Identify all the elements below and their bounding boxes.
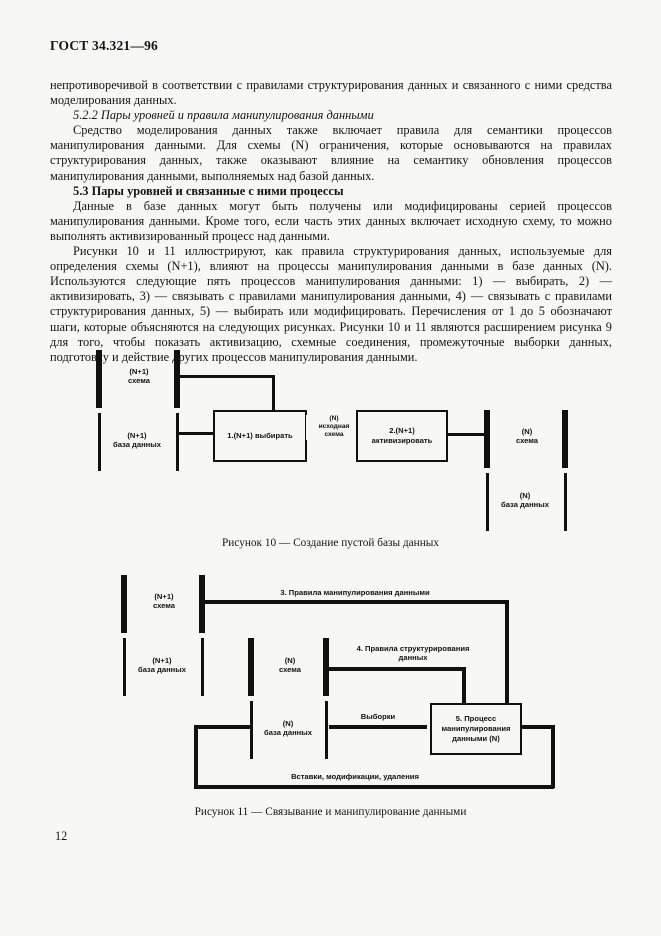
- figure10-label-np1-db: (N+1) база данных: [113, 431, 161, 450]
- figure11-feedback-in: [194, 725, 252, 729]
- figure10-connector-db-h: [178, 432, 214, 435]
- figure10-label-source-schema: (N) исходная схема: [306, 415, 362, 440]
- figure11-label-np1-schema: (N+1) схема: [152, 592, 176, 611]
- figure11-bar-np1db-left: [123, 638, 126, 696]
- figure11-bar-n-left: [248, 638, 254, 696]
- figure11-feedback-left-v: [194, 725, 198, 788]
- figure10-connector-box2-n: [448, 433, 486, 436]
- figure10-box-activate: 2.(N+1) активизировать: [356, 410, 448, 462]
- figure11-label-n-schema: (N) схема: [278, 656, 302, 675]
- figure11-feedback-bottom-h: [194, 785, 554, 789]
- section-heading-5-2-2: 5.2.2 Пары уровней и правила манипулиров…: [73, 108, 374, 123]
- figure11-label-rule3: 3. Правила манипулирования данными: [280, 588, 430, 597]
- figure10-caption: Рисунок 10 — Создание пустой базы данных: [222, 537, 439, 549]
- figure10-bar-n-left: [484, 410, 490, 468]
- figure11-bar-ndb-right: [325, 701, 328, 759]
- figure10-label-np1-schema: (N+1) схема: [127, 367, 151, 386]
- figure11-rule3-line-v: [505, 600, 509, 703]
- figure10-bar-db-left: [98, 413, 101, 471]
- figure10-bar-n-right: [562, 410, 568, 468]
- figure11-rule4-line-v: [462, 667, 466, 703]
- page-header: ГОСТ 34.321—96: [50, 38, 158, 53]
- figure11-rule3-line-h: [203, 600, 508, 604]
- figure11-box-dm-process: 5. Процесс манипулирования данными (N): [430, 703, 522, 755]
- figure11-label-bottom-flow: Вставки, модификации, удаления: [291, 772, 419, 781]
- figure11-feedback-right-v: [551, 725, 555, 788]
- body-text: непротиворечивой в соответствии с правил…: [50, 78, 612, 365]
- figure-10: (N+1) схема (N+1) база данных (N) схема …: [0, 345, 661, 560]
- figure10-label-n-db: (N) база данных: [501, 491, 549, 510]
- figure10-bar-db-right: [176, 413, 179, 471]
- figure10-label-n-schema: (N) схема: [515, 427, 539, 446]
- figure11-bar-n-right: [323, 638, 329, 696]
- figure10-bar-ndb-left: [486, 473, 489, 531]
- paragraph: непротиворечивой в соответствии с правил…: [50, 78, 612, 108]
- paragraph: Данные в базе данных могут быть получены…: [50, 198, 612, 243]
- figure11-bar-np1-right: [199, 575, 205, 633]
- figure11-bar-np1-left: [121, 575, 127, 633]
- paragraph: Рисунки 10 и 11 иллюстрируют, как правил…: [50, 244, 612, 364]
- figure10-bar-ndb-right: [564, 473, 567, 531]
- figure11-label-n-db: (N) база данных: [264, 719, 312, 738]
- figure-11: (N+1) схема (N+1) база данных (N) схема …: [0, 570, 661, 825]
- figure10-bar-np1-right: [174, 350, 180, 408]
- figure11-bar-np1db-right: [201, 638, 204, 696]
- figure11-feedback-out: [521, 725, 554, 729]
- figure10-bar-np1-left: [96, 350, 102, 408]
- figure11-bar-ndb-left: [250, 701, 253, 759]
- figure11-label-selections: Выборки: [360, 712, 396, 721]
- figure11-caption: Рисунок 11 — Связывание и манипулировани…: [194, 806, 467, 818]
- figure10-connector-schema-v: [272, 375, 275, 412]
- page-number: 12: [55, 829, 68, 843]
- figure10-connector-schema-h: [180, 375, 274, 378]
- figure10-box-select: 1.(N+1) выбирать: [213, 410, 307, 462]
- figure11-label-np1-db: (N+1) база данных: [138, 656, 186, 675]
- paragraph: Средство моделирования данных также вклю…: [50, 123, 612, 183]
- section-heading-5-3: 5.3 Пары уровней и связанные с ними проц…: [73, 183, 344, 198]
- figure11-label-rule4: 4. Правила структурирования данных: [356, 644, 470, 663]
- figure11-selections-line: [329, 725, 427, 729]
- figure11-rule4-line-h: [327, 667, 465, 671]
